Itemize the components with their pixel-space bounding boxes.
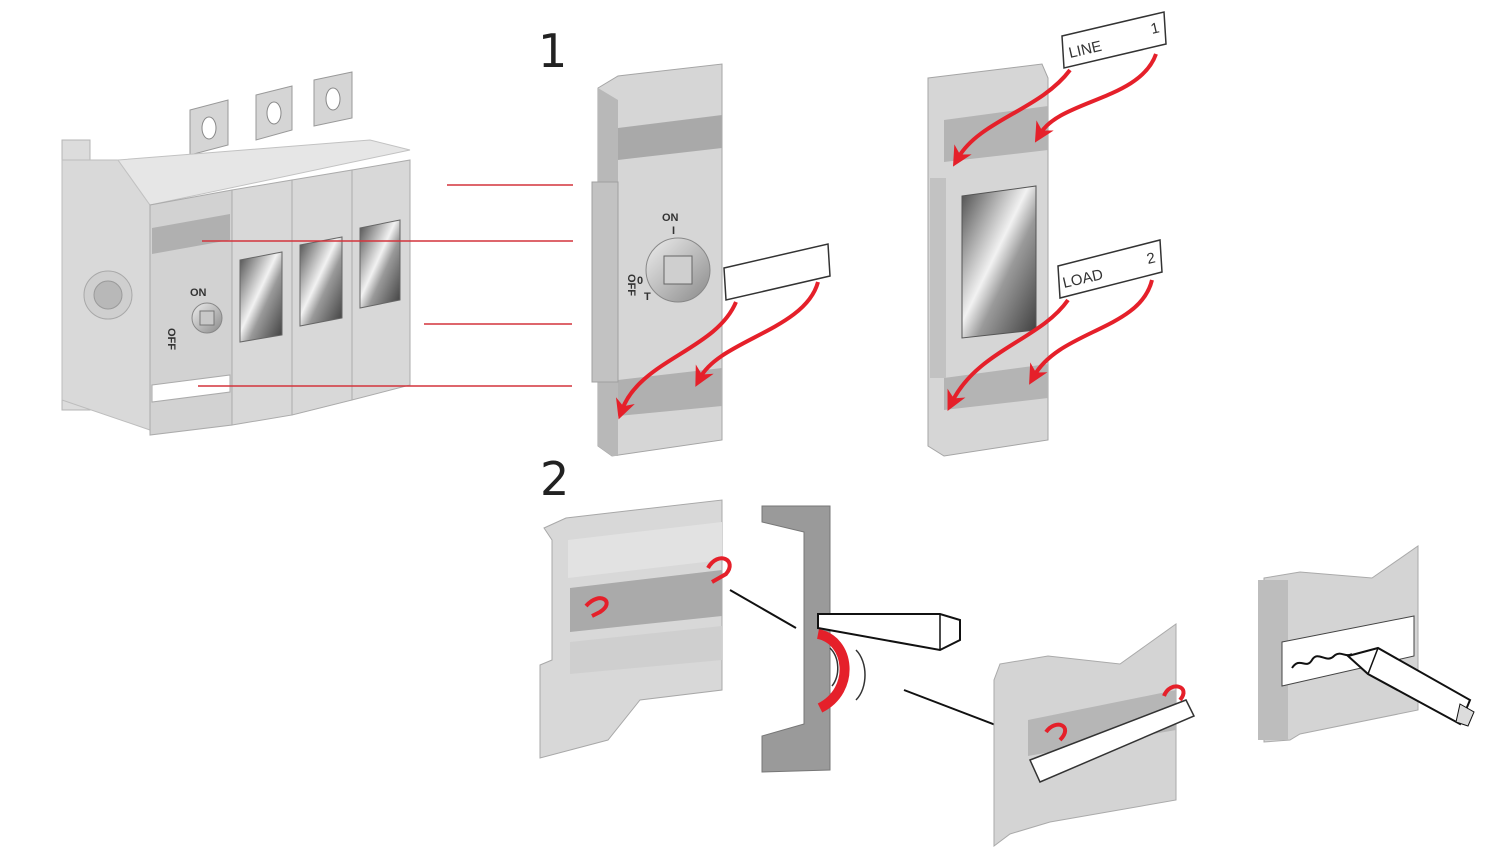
insert-arrow-icon xyxy=(695,281,820,387)
terminal-lugs xyxy=(189,71,353,156)
write-label-detail xyxy=(1258,545,1475,743)
front-cover-window: LINE 1 LOAD 2 xyxy=(927,11,1167,457)
release-arrow-icon xyxy=(584,596,609,618)
on-mark: ON xyxy=(662,212,679,224)
load-label-card: LOAD 2 xyxy=(1057,239,1163,299)
release-arrow-icon xyxy=(1162,684,1186,702)
test-position-mark: T xyxy=(644,291,651,303)
release-arrow-icon xyxy=(706,556,732,584)
off-mark: OFF xyxy=(625,274,637,296)
line-label-card: LINE 1 xyxy=(1061,11,1167,69)
marker-insert-detail xyxy=(993,623,1196,847)
off-position-mark: 0 xyxy=(637,275,643,287)
pencil-icon xyxy=(1345,646,1475,727)
insert-arrow-icon xyxy=(952,68,1072,167)
step-1-number: 1 xyxy=(538,24,567,78)
small-on-mark: ON xyxy=(190,287,207,299)
side-section-view xyxy=(761,505,1041,773)
on-position-mark: I xyxy=(672,225,675,237)
screwdriver-icon xyxy=(817,613,961,652)
insert-arrow-icon xyxy=(1034,53,1158,143)
release-arrow-icon xyxy=(816,629,850,713)
release-arrow-icon xyxy=(1044,722,1068,742)
insert-arrow-icon xyxy=(1029,279,1154,385)
leader-lines xyxy=(198,184,573,387)
handwriting-mark xyxy=(1291,652,1353,669)
insert-arrow-icon xyxy=(947,298,1070,411)
insert-arrow-icon xyxy=(615,301,738,420)
step-2-number: 2 xyxy=(540,452,569,506)
switch-disconnector: ON OFF xyxy=(61,71,411,436)
load-label-number: 2 xyxy=(1145,249,1157,267)
line-label-number: 1 xyxy=(1149,19,1161,37)
small-off-mark: OFF xyxy=(165,328,177,350)
front-cover-switch: ON I OFF 0 T xyxy=(591,63,831,457)
cover-section-removal xyxy=(539,499,797,759)
marker-label-card xyxy=(723,243,831,301)
